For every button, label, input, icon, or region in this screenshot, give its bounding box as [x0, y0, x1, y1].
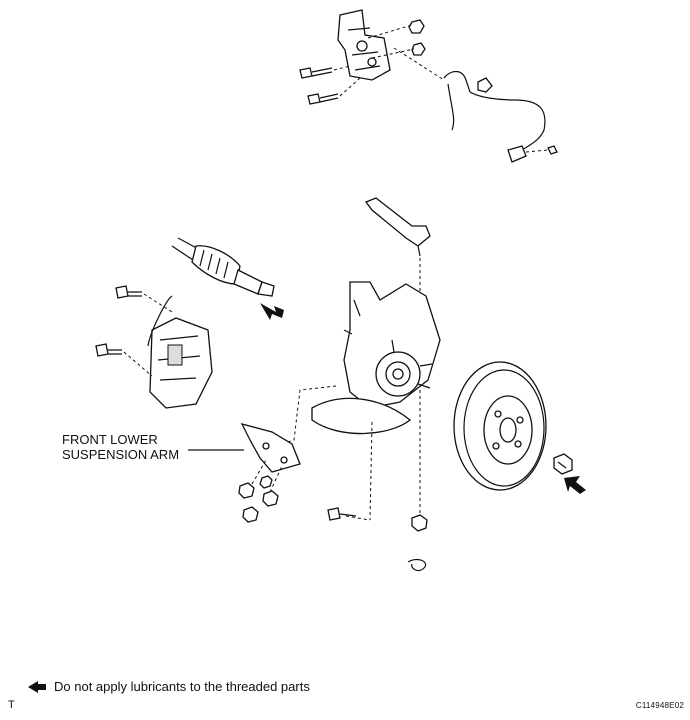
no-lubricant-arrow-shaft [260, 303, 284, 320]
knuckle-lower-bolt [327, 507, 357, 521]
legend-text: Do not apply lubricants to the threaded … [54, 679, 310, 694]
legend: Do not apply lubricants to the threaded … [30, 679, 310, 694]
lower-suspension-arm [188, 423, 301, 523]
hub-nut [553, 453, 573, 475]
arm-label-line1: FRONT LOWER [62, 432, 158, 447]
speed-sensor-bracket-group [299, 9, 558, 163]
cotter-pin [407, 558, 427, 572]
steering-knuckle [275, 281, 441, 521]
arm-label-line2: SUSPENSION ARM [62, 447, 180, 462]
tie-rod-nut [411, 514, 428, 532]
figure-code: C114948E02 [635, 701, 684, 710]
front-lower-suspension-arm-label: FRONT LOWER SUSPENSION ARM [62, 432, 179, 462]
no-lubricant-arrow-hub-nut [564, 476, 586, 494]
arrow-left-icon [28, 681, 46, 693]
drive-shaft [171, 237, 275, 297]
disc-rotor [453, 361, 547, 491]
brake-caliper [95, 285, 213, 409]
corner-mark: T [8, 699, 15, 711]
